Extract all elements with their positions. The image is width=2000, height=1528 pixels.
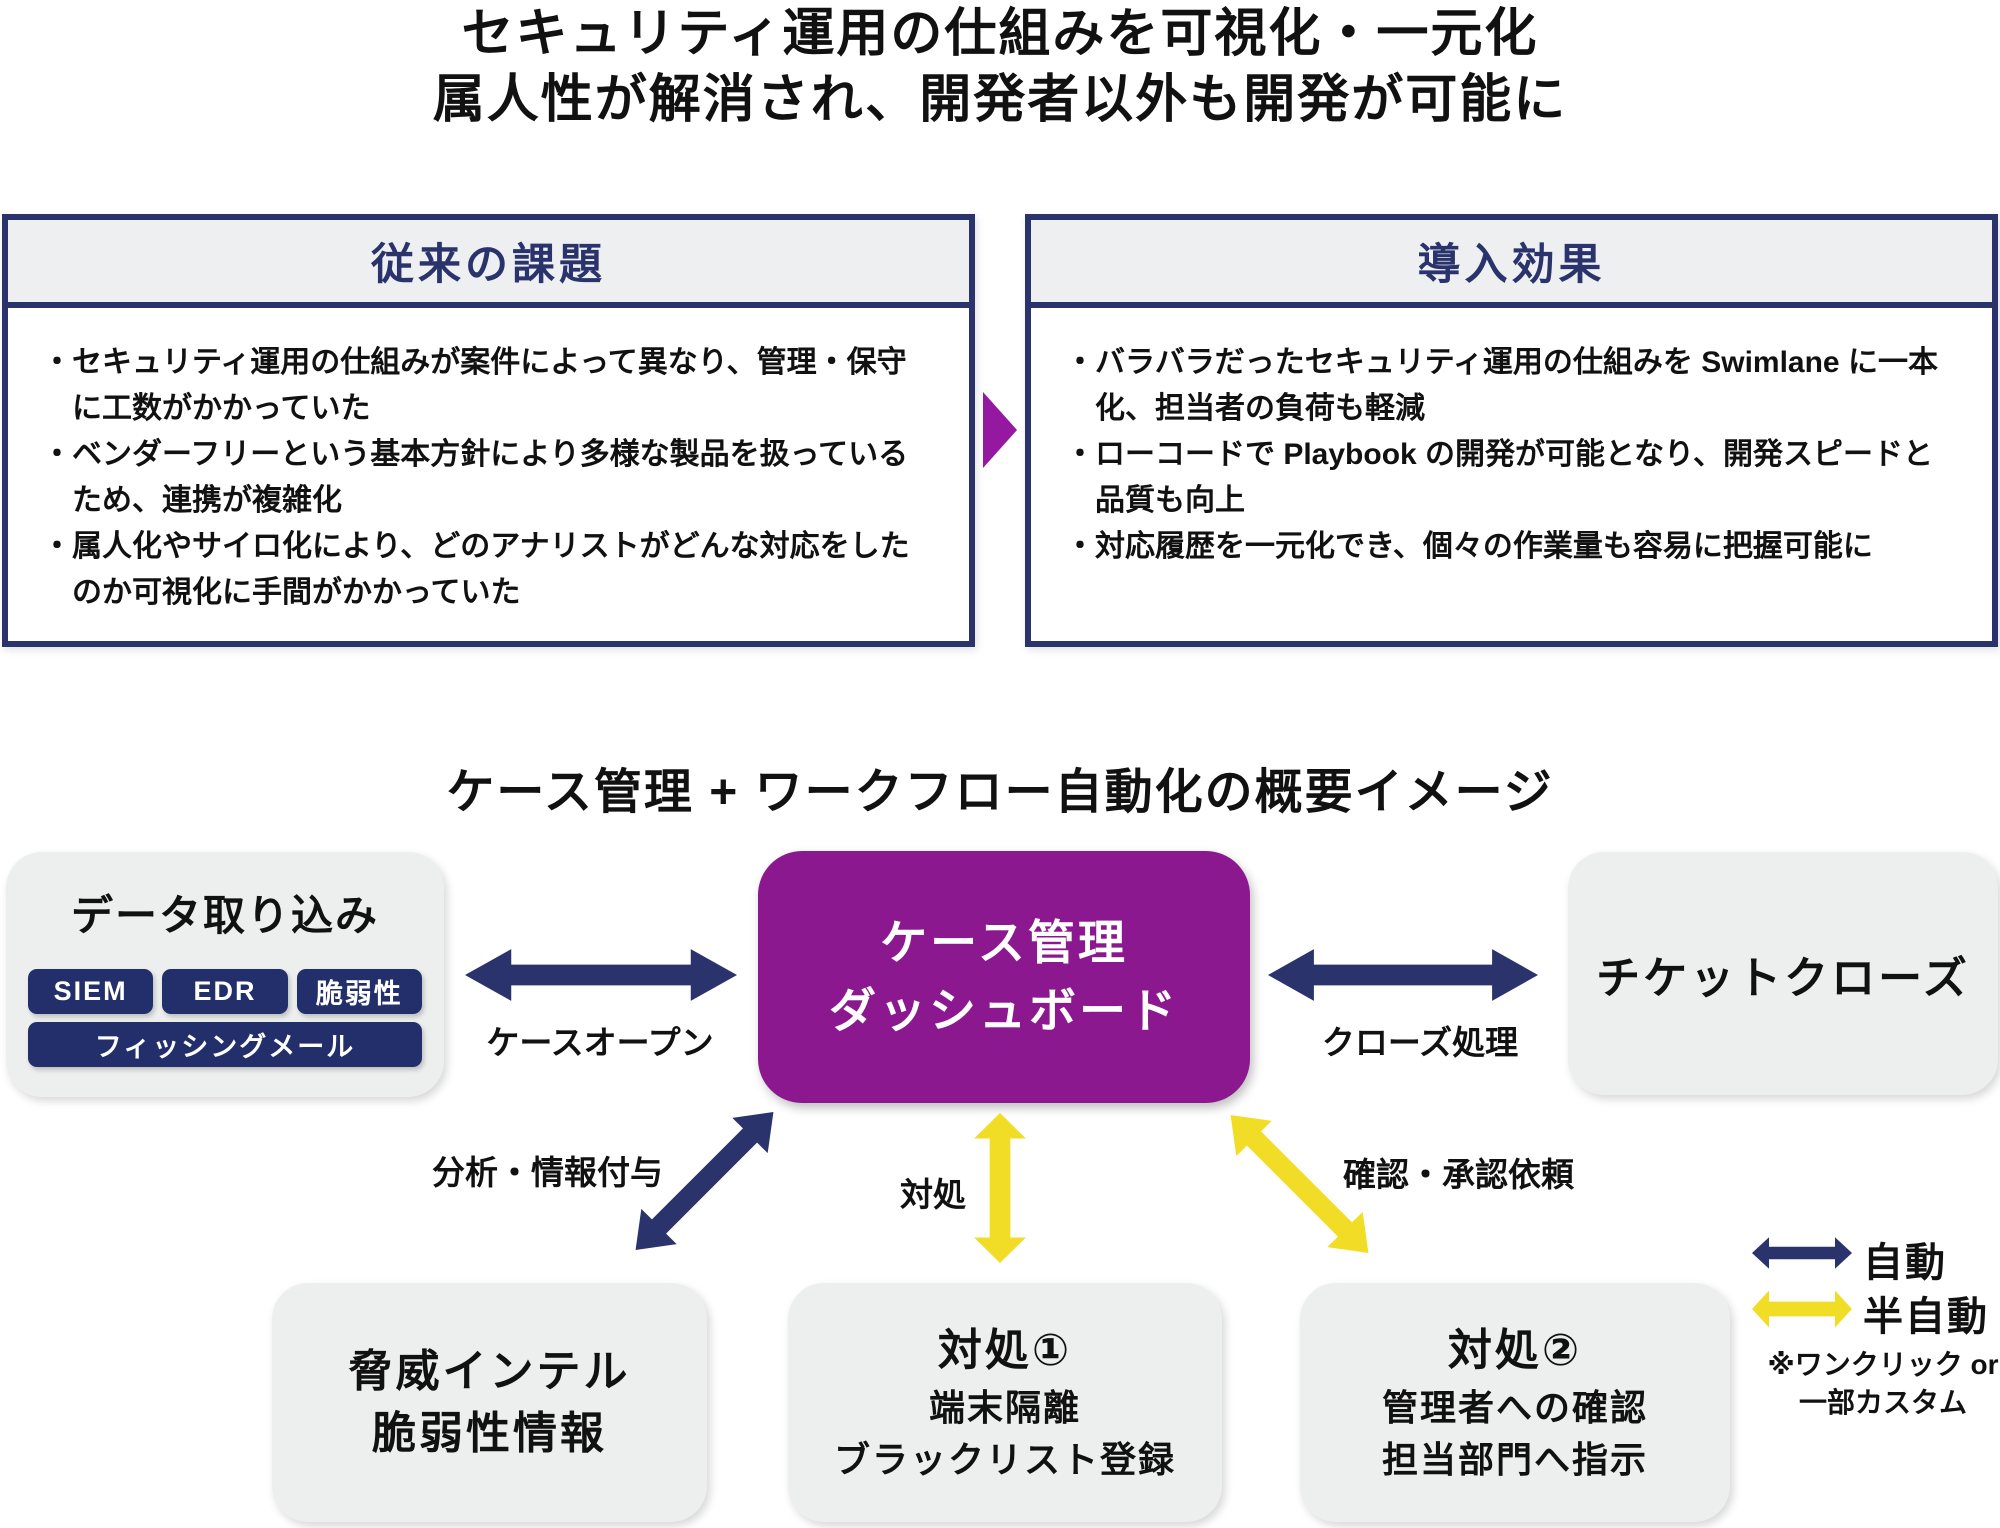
before-panel-body: ・ セキュリティ運用の仕組みが案件によって異なり、管理・保守に工数がかかっていた… <box>8 308 969 616</box>
after-panel-body: ・ バラバラだったセキュリティ運用の仕組みを Swimlane に一本化、担当者… <box>1031 308 1992 570</box>
case-dashboard-line1: ケース管理 <box>880 916 1128 969</box>
after-bullet-3: ・ 対応履歴を一元化でき、個々の作業量も容易に把握可能に <box>1065 524 1958 570</box>
before-bullet-3: ・ 属人化やサイロ化により、どのアナリストがどんな対応をしたのか可視化に手間がか… <box>42 524 935 616</box>
action2-box: 対処② 管理者への確認 担当部門へ指示 <box>1300 1283 1730 1522</box>
tag-vulnerability: 脆弱性 <box>296 969 422 1014</box>
close-process-arrow-icon <box>1268 949 1538 1001</box>
action1-box: 対処① 端末隔離 ブラックリスト登録 <box>788 1283 1222 1522</box>
data-ingest-box: データ取り込み SIEM EDR 脆弱性 フィッシングメール <box>6 852 444 1097</box>
legend-auto-arrow-icon <box>1752 1237 1852 1269</box>
legend-semi-auto-arrow-icon <box>1752 1290 1852 1328</box>
action1-title: 対処① <box>937 1325 1073 1375</box>
data-ingest-tags: SIEM EDR 脆弱性 フィッシングメール <box>28 969 422 1067</box>
threat-intel-line2: 脆弱性情報 <box>372 1408 607 1458</box>
bullet-dot: ・ <box>42 346 72 379</box>
after-bullet-1: ・ バラバラだったセキュリティ運用の仕組みを Swimlane に一本化、担当者… <box>1065 340 1958 432</box>
threat-intel-box: 脅威インテル 脆弱性情報 <box>272 1283 707 1522</box>
bullet-dot: ・ <box>1065 438 1095 471</box>
transition-arrow-icon <box>983 392 1017 468</box>
case-dashboard-line2: ダッシュボード <box>829 984 1179 1037</box>
legend-note: ※ワンクリック or 一部カスタム <box>1740 1346 2000 1422</box>
close-process-label: クローズ処理 <box>1321 1024 1519 1061</box>
action2-line1: 管理者への確認 <box>1381 1386 1648 1428</box>
before-bullet-1: ・ セキュリティ運用の仕組みが案件によって異なり、管理・保守に工数がかかっていた <box>42 340 935 432</box>
bullet-dot: ・ <box>42 438 72 471</box>
action-label: 対処 <box>900 1176 966 1213</box>
before-panel: 従来の課題 ・ セキュリティ運用の仕組みが案件によって異なり、管理・保守に工数が… <box>2 214 975 647</box>
action1-line2: ブラックリスト登録 <box>833 1438 1176 1480</box>
legend-note-line1: ※ワンクリック or <box>1767 1349 1999 1380</box>
page-title-line1: セキュリティ運用の仕組みを可視化・一元化 <box>461 5 1539 63</box>
tag-siem: SIEM <box>28 969 154 1014</box>
tag-phishing-mail: フィッシングメール <box>28 1022 422 1067</box>
legend-note-line2: 一部カスタム <box>1798 1387 1967 1418</box>
after-bullet-2: ・ ローコードで Playbook の開発が可能となり、開発スピードと品質も向上 <box>1065 432 1958 524</box>
case-dashboard-box: ケース管理 ダッシュボード <box>758 851 1250 1103</box>
before-bullet-2: ・ ベンダーフリーという基本方針により多様な製品を扱っているため、連携が複雑化 <box>42 432 935 524</box>
case-open-label: ケースオープン <box>486 1024 714 1061</box>
analysis-arrow-icon <box>635 1112 774 1250</box>
action1-line1: 端末隔離 <box>928 1386 1081 1428</box>
approval-label: 確認・承認依頼 <box>1343 1156 1574 1193</box>
threat-intel-line1: 脅威インテル <box>348 1346 631 1396</box>
action2-line2: 担当部門へ指示 <box>1381 1438 1648 1480</box>
approval-arrow-icon <box>1230 1115 1369 1253</box>
ticket-close-box: チケットクローズ <box>1568 852 1998 1095</box>
data-ingest-title: データ取り込み <box>70 892 379 939</box>
flow-section-title: ケース管理 + ワークフロー自動化の概要イメージ <box>446 766 1554 819</box>
page-title-line2: 属人性が解消され、開発者以外も開発が可能に <box>432 71 1568 129</box>
bullet-dot: ・ <box>1065 530 1095 563</box>
legend-auto-label: 自動 <box>1863 1241 1947 1285</box>
after-panel-title: 導入効果 <box>1031 220 1992 308</box>
tag-edr: EDR <box>162 969 288 1014</box>
legend-semi-auto-label: 半自動 <box>1863 1295 1989 1339</box>
bullet-dot: ・ <box>1065 346 1095 379</box>
case-open-arrow-icon <box>465 949 737 1001</box>
before-panel-title: 従来の課題 <box>8 220 969 308</box>
bullet-dot: ・ <box>42 530 72 563</box>
after-panel: 導入効果 ・ バラバラだったセキュリティ運用の仕組みを Swimlane に一本… <box>1025 214 1998 647</box>
action2-title: 対処② <box>1447 1325 1583 1375</box>
analysis-label: 分析・情報付与 <box>432 1154 663 1191</box>
action-arrow-icon <box>974 1113 1026 1263</box>
